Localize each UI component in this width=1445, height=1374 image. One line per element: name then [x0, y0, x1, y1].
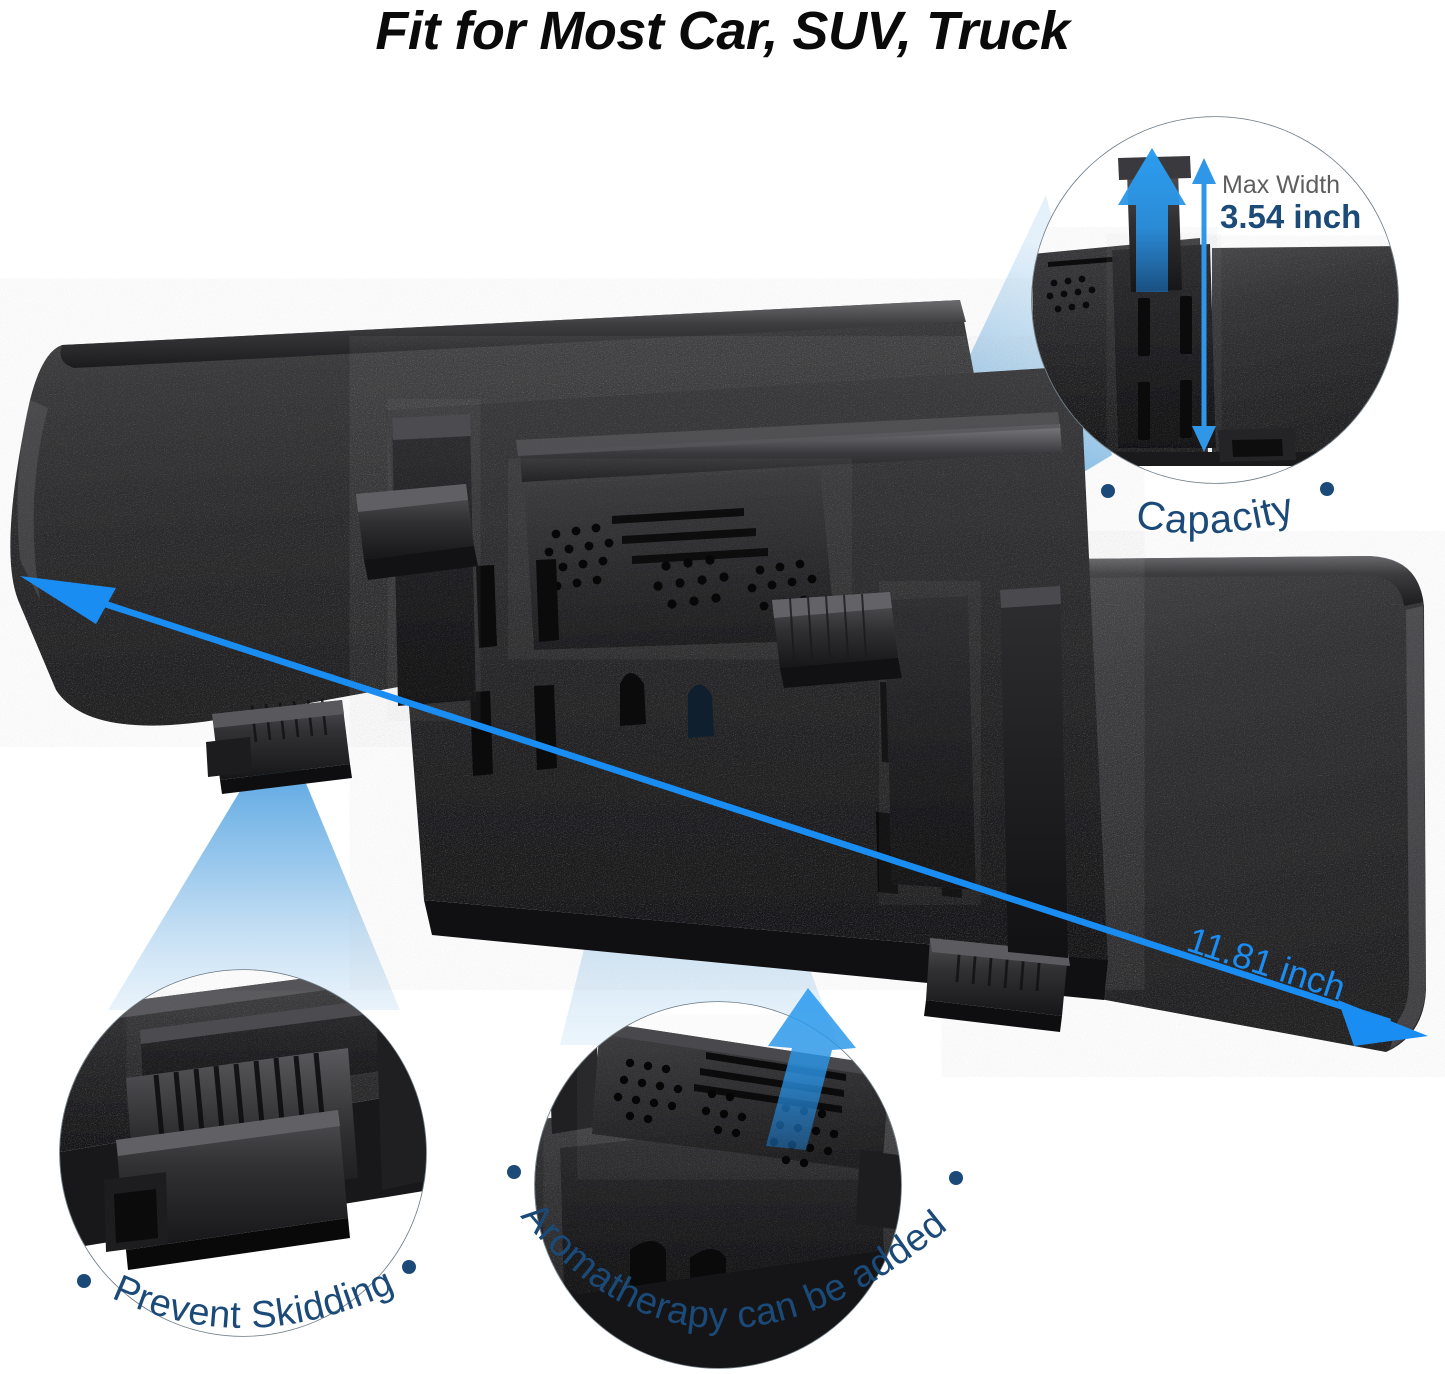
skidding-zoom-content — [60, 970, 426, 1336]
page-title: Fit for Most Car, SUV, Truck — [375, 1, 1070, 61]
capacity-label: Capacity — [1133, 485, 1299, 543]
skidding-dot-left — [77, 1274, 91, 1288]
mirror-center-body — [386, 366, 1108, 1000]
capacity-up-arrow — [1118, 148, 1186, 292]
aromatherapy-dot-left — [507, 1165, 521, 1179]
max-width-title: Max Width — [1222, 171, 1340, 199]
callout-prevent-skidding[interactable]: Prevent Skidding — [58, 962, 430, 1340]
clamp-pad-right — [772, 592, 902, 688]
beam-prevent-skidding — [108, 723, 400, 1010]
anti-skid-clip-right — [924, 938, 1070, 1032]
clamp-pad-left — [356, 484, 478, 580]
max-width-dimension-arrow — [1192, 158, 1216, 452]
mirror-product — [10, 300, 1426, 1052]
max-width-value: 3.54 inch — [1220, 198, 1361, 235]
callout-capacity[interactable]: Max Width 3.54 inch Capacity — [1030, 115, 1402, 542]
clamp-arm-right — [884, 596, 976, 890]
aromatherapy-dot-right — [949, 1171, 963, 1185]
aromatherapy-plate — [524, 468, 836, 650]
rubber-pad — [104, 1048, 358, 1270]
aromatherapy-up-arrow — [766, 988, 856, 1150]
capacity-dot-right — [1320, 482, 1334, 496]
aromatherapy-zoom-content — [535, 1002, 901, 1368]
skidding-dot-right — [402, 1260, 416, 1274]
capacity-label-group: Capacity — [1101, 482, 1334, 542]
capacity-dot-left — [1101, 484, 1115, 498]
callout-aromatherapy[interactable]: Aromatherapy can be added — [507, 988, 963, 1372]
perforated-plate — [592, 1022, 890, 1172]
capacity-zoom-content — [1032, 117, 1398, 483]
anti-skid-clip-left — [206, 698, 352, 794]
hinge-bracket — [1000, 586, 1068, 958]
